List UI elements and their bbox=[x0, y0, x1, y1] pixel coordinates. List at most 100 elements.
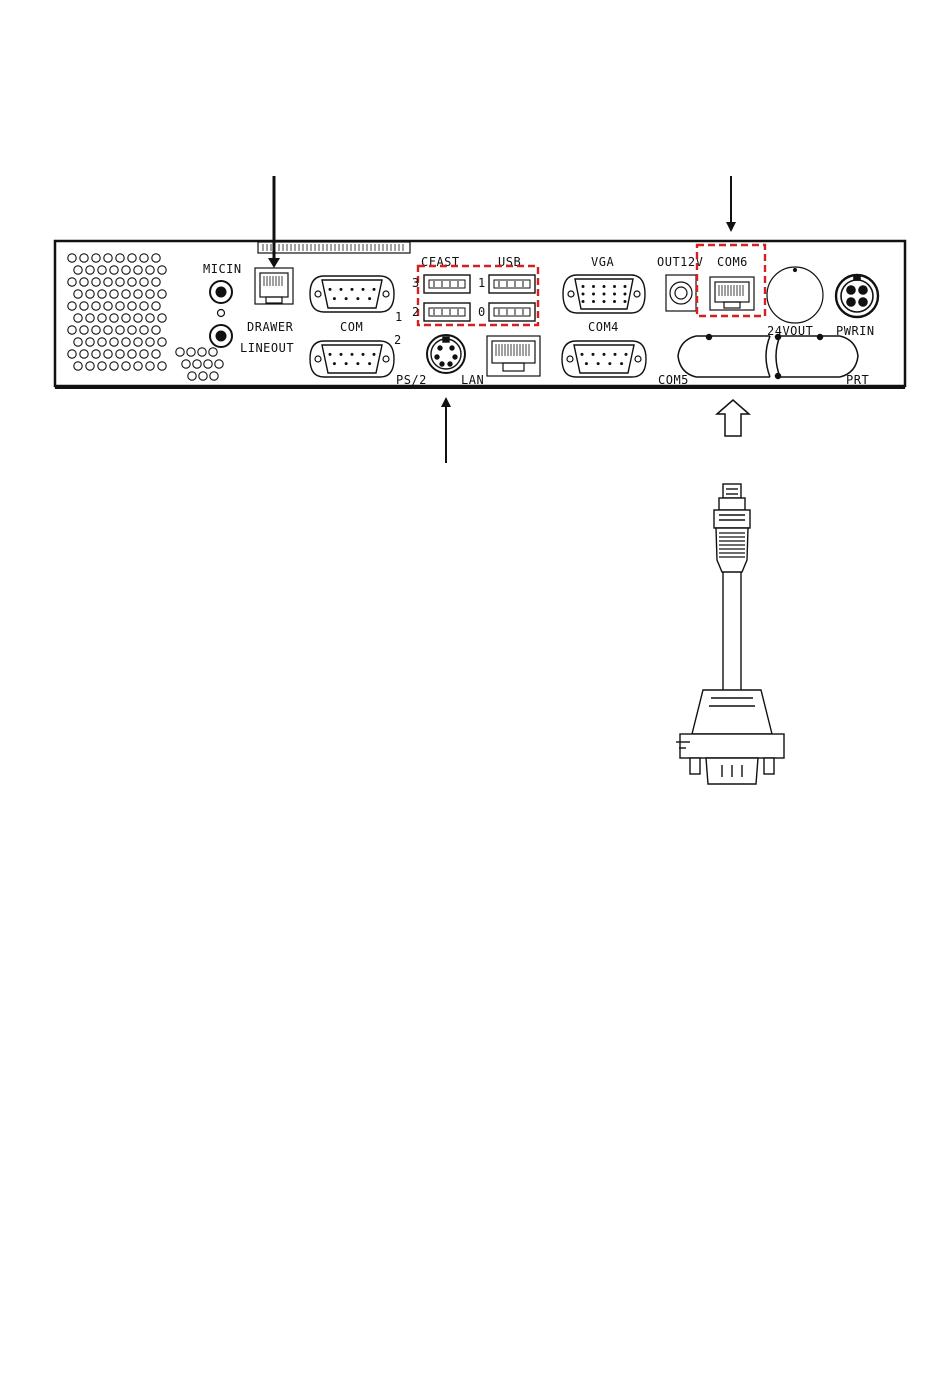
vent-hole bbox=[98, 266, 106, 274]
vent-hole bbox=[128, 302, 136, 310]
vent-hole bbox=[116, 302, 124, 310]
vent-hole bbox=[134, 338, 142, 346]
vent-hole bbox=[74, 266, 82, 274]
vent-hole bbox=[74, 362, 82, 370]
arrow-com6 bbox=[726, 176, 736, 232]
com6-port bbox=[710, 277, 754, 310]
dsub-pin bbox=[592, 285, 595, 288]
dsub-pin bbox=[603, 353, 606, 356]
dsub-pin bbox=[345, 297, 348, 300]
usb-port bbox=[424, 303, 470, 321]
vent-hole bbox=[92, 302, 100, 310]
dsub-screw bbox=[383, 356, 389, 362]
dsub-screw bbox=[634, 291, 640, 297]
vent-hole bbox=[134, 290, 142, 298]
vent-hole bbox=[74, 314, 82, 322]
vent-hole bbox=[158, 290, 166, 298]
vent-hole bbox=[158, 362, 166, 370]
dsub-pin bbox=[356, 297, 359, 300]
label-usb-2: 2 bbox=[412, 305, 419, 319]
dsub-pin bbox=[373, 288, 376, 291]
dsub-pin bbox=[613, 300, 616, 303]
dsub-pin bbox=[613, 285, 616, 288]
vent-hole bbox=[86, 290, 94, 298]
dsub-pin bbox=[582, 293, 585, 296]
dsub-pin bbox=[625, 353, 628, 356]
arrow-ps2 bbox=[441, 397, 451, 463]
dsub-screw bbox=[567, 356, 573, 362]
dsub-pin bbox=[351, 353, 354, 356]
vent-hole bbox=[110, 338, 118, 346]
vent-hole bbox=[193, 360, 201, 368]
vent-hole bbox=[86, 362, 94, 370]
ps2-port bbox=[427, 335, 465, 373]
dsub-pin bbox=[333, 297, 336, 300]
label-prt: PRT bbox=[846, 373, 869, 387]
vent-hole bbox=[68, 350, 76, 358]
label-com4: COM4 bbox=[588, 320, 619, 334]
dsub-pin bbox=[624, 285, 627, 288]
label-usb-1: 1 bbox=[478, 276, 485, 290]
dsub-face bbox=[322, 345, 382, 373]
dsub-pin bbox=[592, 300, 595, 303]
out12v-jack bbox=[666, 275, 696, 311]
dsub-pin bbox=[581, 353, 584, 356]
vent-hole bbox=[146, 338, 154, 346]
vent-hole bbox=[188, 372, 196, 380]
vent-hole bbox=[122, 314, 130, 322]
vent-hole bbox=[80, 254, 88, 262]
vent-hole bbox=[92, 350, 100, 358]
label-24vout: 24VOUT bbox=[767, 324, 813, 338]
rj-to-db9-cable bbox=[676, 484, 784, 784]
vent-hole bbox=[92, 254, 100, 262]
vent-hole bbox=[152, 350, 160, 358]
drawer-port bbox=[255, 268, 293, 304]
vent-hole bbox=[86, 338, 94, 346]
vent-hole bbox=[80, 326, 88, 334]
vent-hole bbox=[198, 348, 206, 356]
vent-hole bbox=[68, 326, 76, 334]
label-micin: MICIN bbox=[203, 262, 242, 276]
dsub-pin bbox=[340, 353, 343, 356]
vent-hole bbox=[110, 290, 118, 298]
vent-hole bbox=[146, 362, 154, 370]
dsub-pin bbox=[333, 362, 336, 365]
vent-hole bbox=[104, 254, 112, 262]
dsub-pin bbox=[362, 288, 365, 291]
vent-hole bbox=[199, 372, 207, 380]
vent-hole bbox=[68, 302, 76, 310]
label-drawer: DRAWER bbox=[247, 320, 294, 334]
vent-hole bbox=[210, 372, 218, 380]
vent-hole bbox=[98, 290, 106, 298]
vent-hole bbox=[209, 348, 217, 356]
vent-hole bbox=[140, 302, 148, 310]
vent-hole bbox=[86, 314, 94, 322]
dsub-pin bbox=[620, 362, 623, 365]
vent-hole bbox=[104, 350, 112, 358]
vent-hole bbox=[98, 338, 106, 346]
com2-port bbox=[310, 341, 394, 377]
dsub-pin bbox=[613, 293, 616, 296]
vga-port bbox=[563, 275, 645, 313]
dsub-face bbox=[322, 280, 382, 308]
hollow-arrow-up bbox=[717, 400, 749, 436]
dsub-pin bbox=[624, 300, 627, 303]
dsub-pin bbox=[368, 362, 371, 365]
dsub-pin bbox=[603, 300, 606, 303]
dsub-pin bbox=[585, 362, 588, 365]
vent-hole bbox=[122, 338, 130, 346]
dsub-screw bbox=[635, 356, 641, 362]
vent-hole bbox=[152, 302, 160, 310]
dsub-pin bbox=[597, 362, 600, 365]
dsub-pin bbox=[582, 285, 585, 288]
vent-hole bbox=[140, 350, 148, 358]
vent-hole bbox=[158, 266, 166, 274]
vent-hole bbox=[158, 338, 166, 346]
dsub-pin bbox=[603, 293, 606, 296]
com5-prt-connector bbox=[678, 335, 858, 379]
vent-hole bbox=[68, 278, 76, 286]
vent-hole bbox=[204, 360, 212, 368]
label-usb-3: 3 bbox=[412, 276, 419, 290]
usb-port bbox=[489, 275, 535, 293]
dsub-pin bbox=[603, 285, 606, 288]
